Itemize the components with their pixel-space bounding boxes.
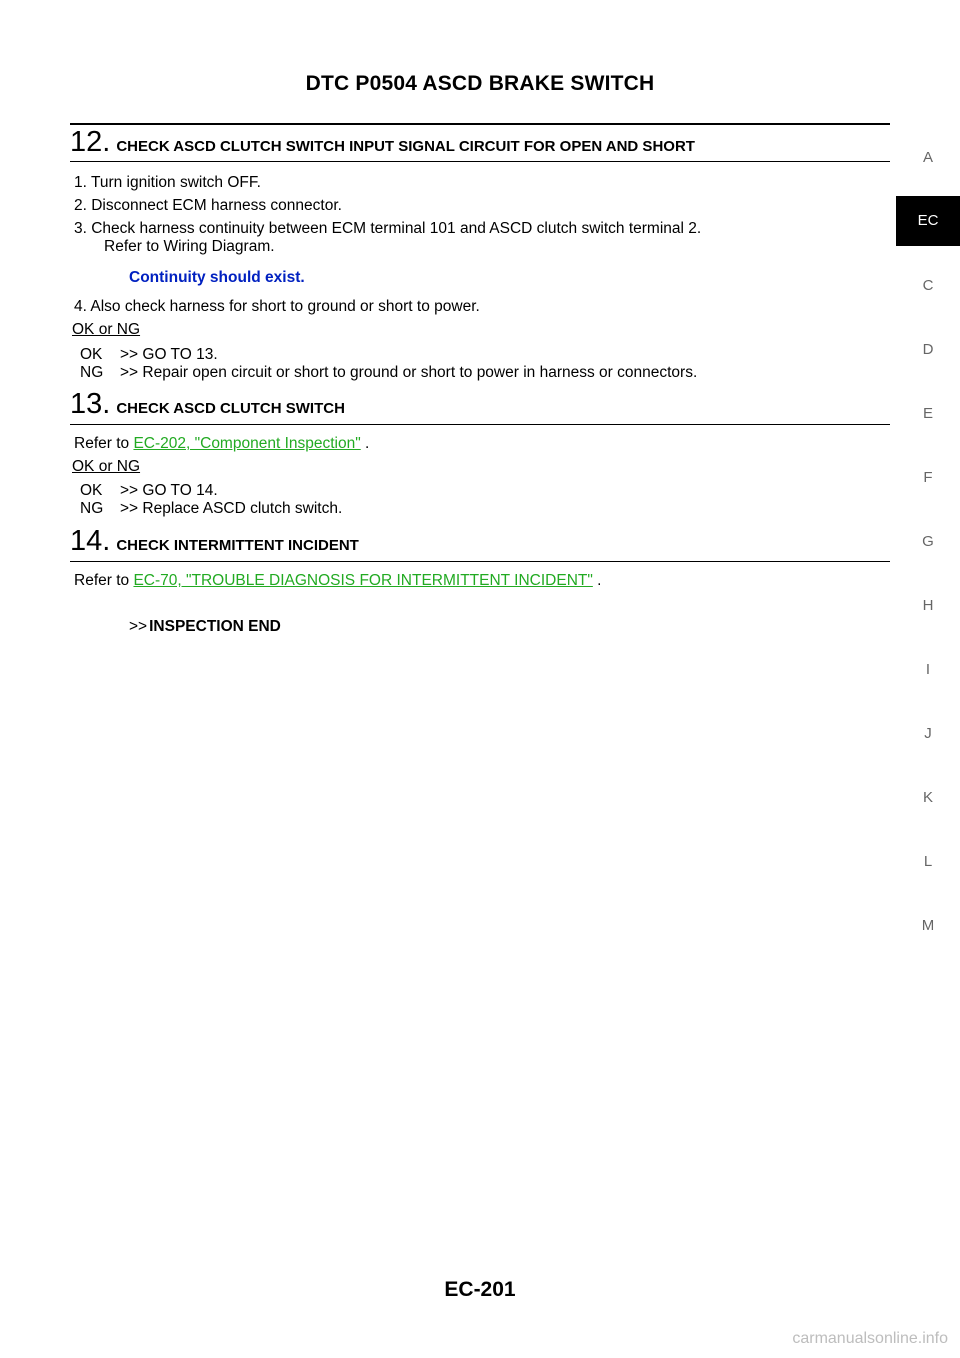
watermark: carmanualsonline.info xyxy=(792,1330,948,1347)
step13-rule xyxy=(70,424,890,425)
tab-l[interactable]: L xyxy=(923,853,933,870)
step13-heading: 13. CHECK ASCD CLUTCH SWITCH xyxy=(70,388,890,421)
step13-refer-prefix: Refer to xyxy=(74,435,134,452)
step14-title: CHECK INTERMITTENT INCIDENT xyxy=(116,537,359,554)
page-number: EC-201 xyxy=(444,1278,516,1301)
step14-refer: Refer to EC-70, "TROUBLE DIAGNOSIS FOR I… xyxy=(74,571,601,590)
step13-ng-key: NG xyxy=(80,500,104,517)
tab-h[interactable]: H xyxy=(922,597,934,614)
step14-refer-suffix: . xyxy=(592,572,602,589)
tab-g[interactable]: G xyxy=(922,533,934,550)
step13-ok-or-ng: OK or NG xyxy=(72,458,141,475)
page-title: DTC P0504 ASCD BRAKE SWITCH xyxy=(305,72,655,95)
step12-top-rule xyxy=(70,123,890,125)
step12-item-1: 1. Turn ignition switch OFF. xyxy=(74,174,261,191)
inspection-end-prefix: >> xyxy=(129,618,148,635)
step12-title: CHECK ASCD CLUTCH SWITCH INPUT SIGNAL CI… xyxy=(116,138,695,155)
step12-bottom-rule xyxy=(70,161,890,162)
step13-ok-result: OK >> GO TO 14. xyxy=(80,481,218,500)
step13-ng-value: >> Replace ASCD clutch switch. xyxy=(120,500,343,517)
step12-ng-result: NG >> Repair open circuit or short to gro… xyxy=(80,363,697,382)
step12-item-4: 4. Also check harness for short to groun… xyxy=(74,298,480,315)
step12-spec: Continuity should exist. xyxy=(129,269,305,286)
step12-ok-result: OK >> GO TO 13. xyxy=(80,345,218,364)
step12-heading: 12. CHECK ASCD CLUTCH SWITCH INPUT SIGNA… xyxy=(70,126,890,159)
step13-refer: Refer to EC-202, "Component Inspection" … xyxy=(74,434,369,453)
step13-ok-key: OK xyxy=(80,482,103,499)
step12-ok-or-ng: OK or NG xyxy=(72,321,141,338)
tab-m[interactable]: M xyxy=(921,917,935,934)
tab-j[interactable]: J xyxy=(924,725,932,742)
step13-refer-link[interactable]: EC-202, "Component Inspection" xyxy=(133,435,361,452)
step13-refer-suffix: . xyxy=(360,435,370,452)
tab-k[interactable]: K xyxy=(922,789,933,806)
step12-ng-value: >> Repair open circuit or short to groun… xyxy=(120,364,698,381)
tab-d[interactable]: D xyxy=(922,341,934,358)
tab-f[interactable]: F xyxy=(923,469,933,486)
tab-c[interactable]: C xyxy=(922,277,934,294)
tab-a[interactable]: A xyxy=(922,149,933,166)
tab-i[interactable]: I xyxy=(925,661,931,678)
inspection-end-label: INSPECTION END xyxy=(149,618,281,635)
step12-item-2: 2. Disconnect ECM harness connector. xyxy=(74,197,342,214)
step12-number: 12. xyxy=(70,126,111,158)
step13-ng-result: NG >> Replace ASCD clutch switch. xyxy=(80,499,342,518)
step13-ok-value: >> GO TO 14. xyxy=(120,482,218,499)
tab-e[interactable]: E xyxy=(922,405,933,422)
step14-refer-link[interactable]: EC-70, "TROUBLE DIAGNOSIS FOR INTERMITTE… xyxy=(133,572,593,589)
step14-number: 14. xyxy=(70,525,111,557)
step14-refer-prefix: Refer to xyxy=(74,572,134,589)
inspection-end: >>INSPECTION END xyxy=(129,617,281,636)
step12-ok-value: >> GO TO 13. xyxy=(120,346,218,363)
step13-number: 13. xyxy=(70,388,111,420)
step12-item-3: 3. Check harness continuity between ECM … xyxy=(74,220,702,237)
step13-title: CHECK ASCD CLUTCH SWITCH xyxy=(116,400,345,417)
step12-ng-key: NG xyxy=(80,364,104,381)
step12-item-3-cont: Refer to Wiring Diagram. xyxy=(104,238,275,255)
step14-rule xyxy=(70,561,890,562)
step14-heading: 14. CHECK INTERMITTENT INCIDENT xyxy=(70,525,890,558)
step12-ok-key: OK xyxy=(80,346,103,363)
tab-ec[interactable]: EC xyxy=(896,196,960,246)
